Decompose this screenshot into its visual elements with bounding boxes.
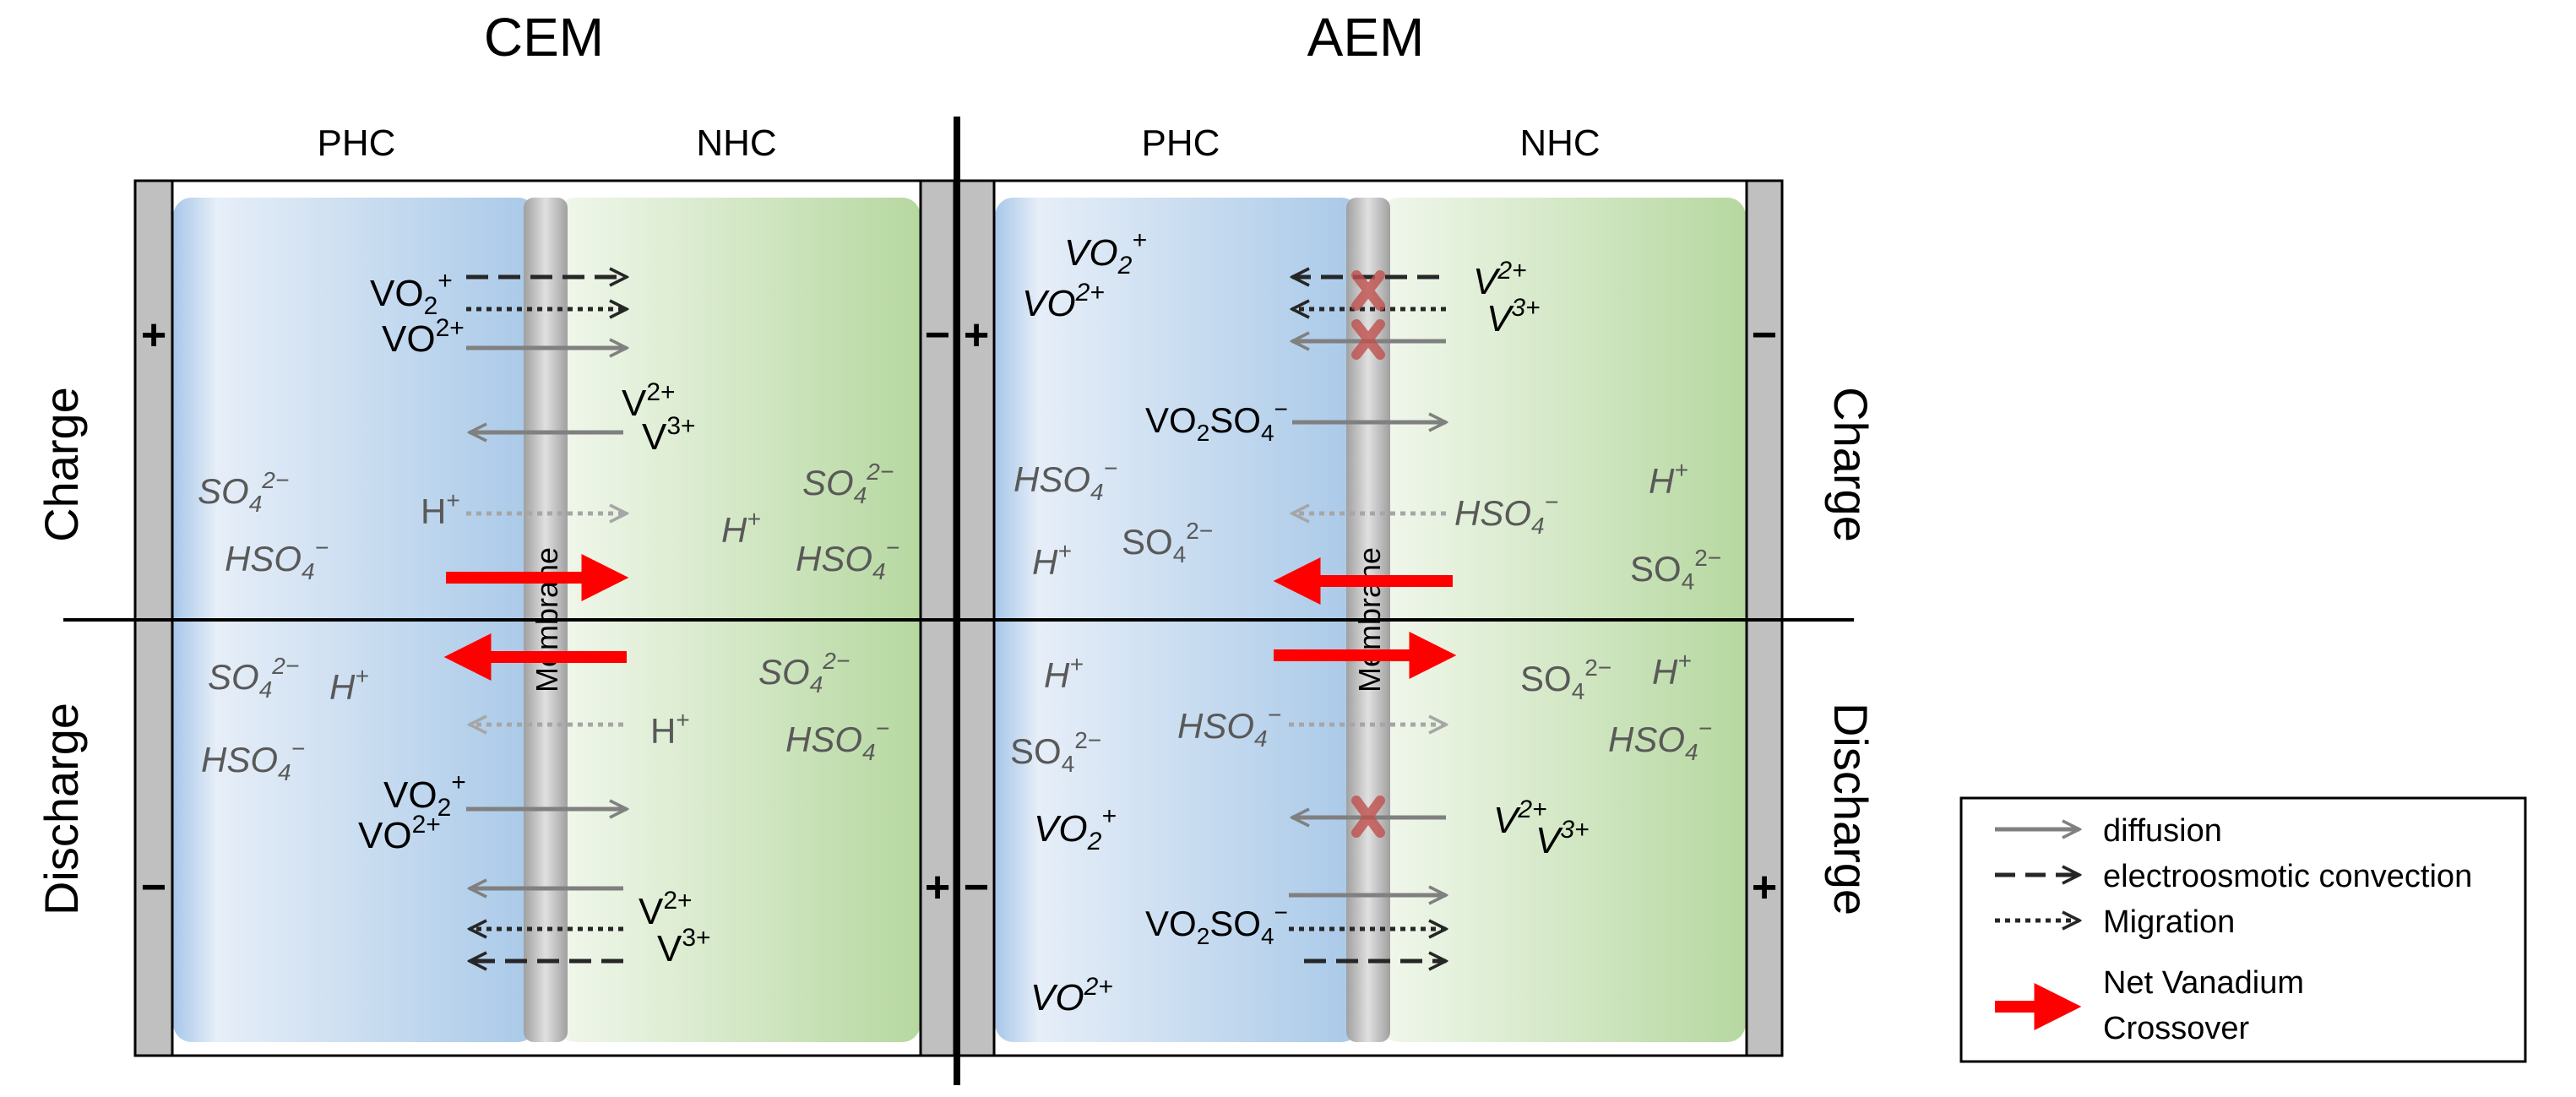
aem-discharge-hso4-phc-label: HSO4− (1177, 702, 1281, 752)
aem-discharge-blocked-mark (1351, 796, 1385, 838)
cem-discharge-negative-sign: − (141, 863, 166, 912)
aem-charge-v-3plus-label: V3+ (1486, 294, 1541, 339)
cem-charge-vo2-plus-label: VO2+ (370, 267, 453, 320)
right-discharge-label: Discharge (1824, 703, 1878, 915)
aem-discharge-vo2so4-label: VO2SO4− (1145, 899, 1288, 949)
cem-charge-h-phc-label: H+ (421, 487, 460, 531)
legend-net-crossover-label-line2: Crossover (2103, 1011, 2249, 1046)
aem-discharge-v-3plus-label: V3+ (1535, 816, 1590, 861)
aem-discharge-so4-phc-label: SO42− (1010, 727, 1101, 777)
cem-discharge-v-2plus-label: V2+ (639, 887, 693, 932)
aem-discharge-negative-sign: − (964, 863, 989, 912)
cem-charge-hso4-phc-label: HSO4− (225, 535, 329, 584)
cem-charge-v-3plus-label: V3+ (642, 412, 696, 458)
cem-charge-positive-sign: + (141, 311, 166, 360)
legend-migration-label: Migration (2103, 904, 2235, 940)
cem-charge-hso4-nhc-label: HSO4− (796, 535, 899, 584)
aem-charge-vo-2plus-label: VO2+ (1022, 279, 1105, 324)
aem-discharge-vo2-plus-label: VO2+ (1034, 802, 1117, 855)
cem-discharge-hso4-nhc-label: HSO4− (785, 715, 889, 765)
cem-title: CEM (484, 7, 604, 68)
cem-charge-negative-sign: − (925, 311, 950, 360)
cem-discharge-so4-phc-label: SO42− (208, 653, 299, 703)
left-discharge-label: Discharge (35, 703, 88, 915)
legend-net-crossover-label-line1: Net Vanadium (2103, 965, 2304, 1001)
aem-discharge-v-2plus-label: V2+ (1493, 796, 1547, 841)
aem-discharge-positive-sign: + (1752, 863, 1777, 912)
aem-charge-positive-sign: + (964, 311, 989, 360)
aem-charge-h-nhc-label: H+ (1649, 457, 1688, 501)
aem-title: AEM (1307, 7, 1425, 68)
cem-charge-so4-nhc-label: SO42− (802, 459, 894, 508)
legend-diffusion-label: diffusion (2103, 813, 2222, 849)
legend-electroosmotic-label: electroosmotic convection (2103, 859, 2472, 894)
aem-charge-v-2plus-label: V2+ (1473, 257, 1527, 302)
legend: diffusion electroosmotic convection Migr… (1959, 796, 2527, 1063)
aem-charge-blocked-mark-1 (1351, 270, 1385, 311)
cem-membrane-label: Membrane (530, 547, 564, 692)
cem-phc-label: PHC (318, 122, 396, 164)
aem-phc-label: PHC (1142, 122, 1220, 164)
aem-nhc-label: NHC (1519, 122, 1600, 164)
aem-discharge-h-phc-label: H+ (1044, 651, 1084, 695)
aem-discharge-h-nhc-label: H+ (1652, 648, 1692, 692)
cem-charge-h-nhc-label: H+ (721, 506, 761, 550)
aem-discharge-hso4-nhc-label: HSO4− (1608, 715, 1712, 765)
aem-membrane-label: Membrane (1352, 547, 1387, 692)
right-charge-label: Charge (1824, 387, 1878, 542)
cem-charge-so4-phc-label: SO42− (198, 467, 289, 517)
cem-nhc-label: NHC (696, 122, 776, 164)
aem-charge-vo2so4-label: VO2SO4− (1145, 396, 1288, 446)
cem-discharge-positive-sign: + (925, 863, 950, 912)
aem-charge-blocked-mark-2 (1351, 319, 1385, 360)
aem-charge-so4-phc-label: SO42− (1122, 518, 1213, 568)
aem-discharge-so4-nhc-label: SO42− (1520, 654, 1611, 704)
left-charge-label: Charge (35, 387, 88, 542)
aem-charge-hso4-phc-label: HSO4− (1014, 455, 1117, 505)
aem-charge-h-phc-label: H+ (1032, 538, 1072, 582)
cem-discharge-vo2-plus-label: VO2+ (383, 768, 466, 822)
cem-discharge-v-3plus-label: V3+ (657, 924, 711, 969)
cem-discharge-so4-nhc-label: SO42− (758, 648, 850, 698)
cem-discharge-h-phc-label: H+ (329, 663, 369, 707)
cem-discharge-hso4-phc-label: HSO4− (201, 736, 305, 785)
aem-charge-so4-nhc-label: SO42− (1630, 545, 1721, 595)
cem-discharge-vo-2plus-label: VO2+ (358, 811, 441, 856)
aem-discharge-vo-2plus-label: VO2+ (1030, 973, 1113, 1018)
cem-discharge-h-nhc-label: H+ (650, 707, 690, 751)
aem-charge-hso4-nhc-label: HSO4− (1454, 489, 1558, 539)
aem-charge-negative-sign: − (1752, 311, 1777, 360)
cem-charge-vo-2plus-label: VO2+ (382, 314, 465, 360)
cem-charge-v-2plus-label: V2+ (622, 378, 676, 424)
aem-charge-vo2-plus-label: VO2+ (1064, 226, 1147, 280)
